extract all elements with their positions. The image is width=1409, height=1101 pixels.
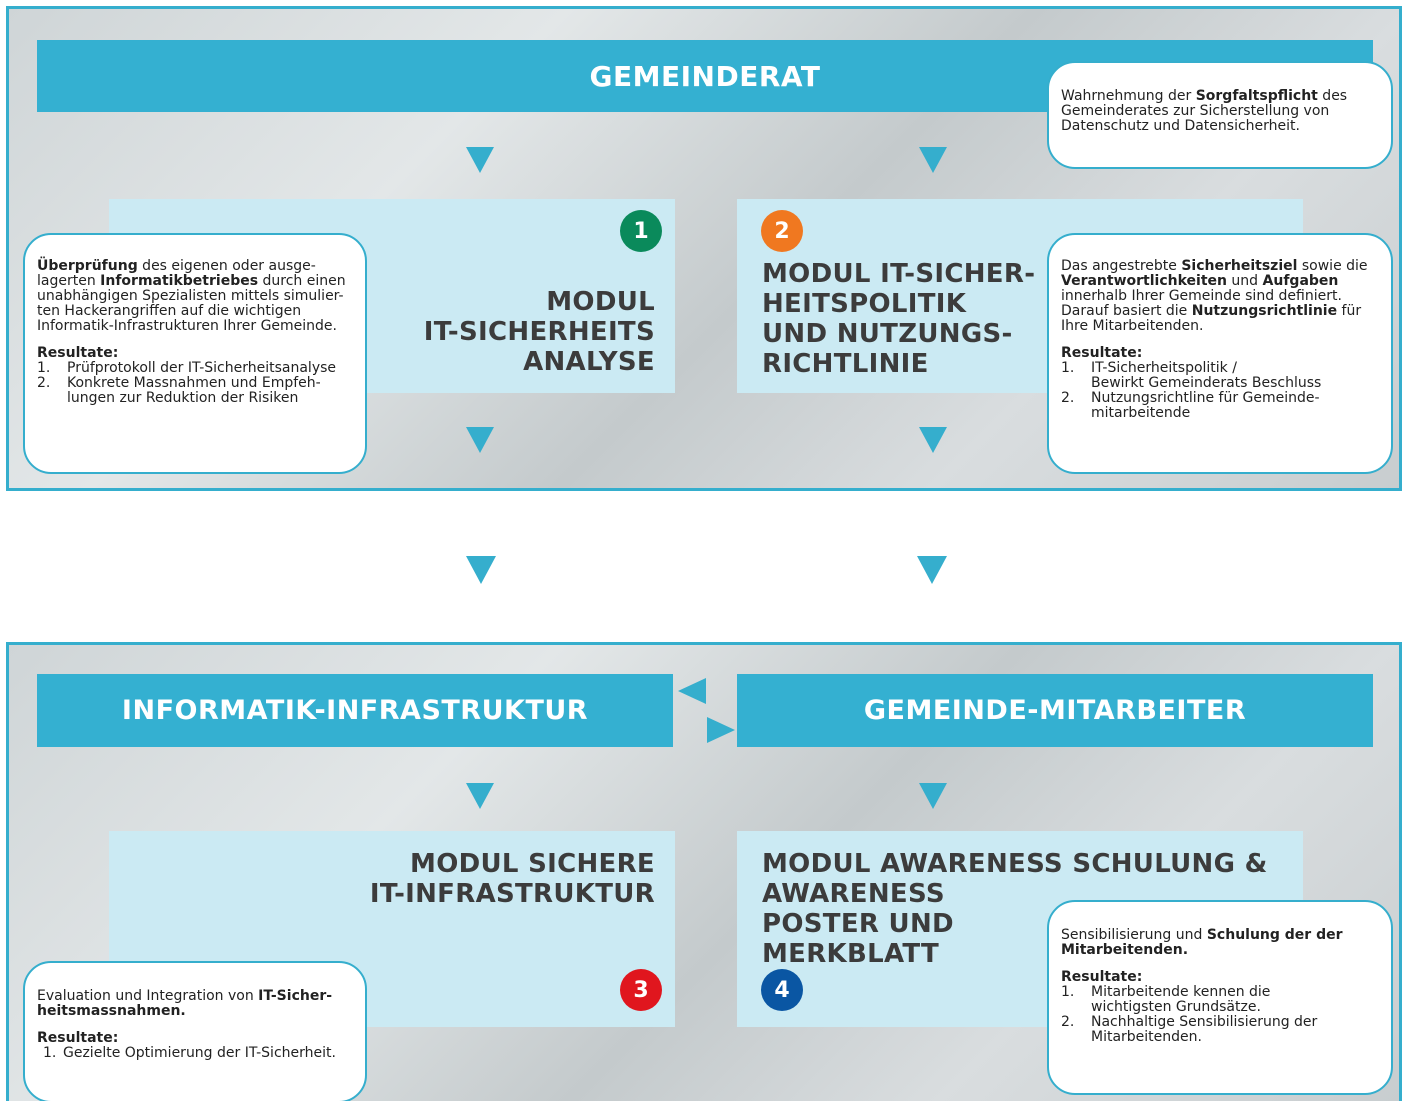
module-2-number: 2 [774,218,790,244]
module-3-badge: 3 [620,969,662,1011]
module-2-description: Das angestrebte Sicherheitsziel sowie di… [1061,259,1377,334]
arrow-down-icon [466,783,494,809]
list-number: 1. [37,360,51,376]
m2-t2: sowie die [1297,258,1368,274]
m4-bold1: Schulung der der Mitarbeitenden. [1061,927,1343,958]
m3-bold1: IT-Sicher- heitsmassnahmen. [37,988,333,1019]
module-4-results: 1. Mitarbeitende kennen die wichtigsten G… [1061,985,1377,1045]
list-text: Nachhaltige Sensibilisierung der Mitarbe… [1091,1014,1318,1045]
module-3-callout: Evaluation und Integration von IT-Sicher… [23,961,367,1101]
council-text-1: Wahrnehmung der [1061,88,1196,104]
m1-t1: des eigenen oder ausge- lagerten [37,258,316,289]
arrow-down-icon [466,147,494,173]
m1-bold2: Informatikbetriebes [100,273,259,289]
module-3-description: Evaluation und Integration von IT-Sicher… [37,989,351,1019]
arrow-down-icon [919,147,947,173]
module-4-title: MODUL AWARENESS SCHULUNG & AWARENESS POS… [762,849,1268,969]
m2-t3: und [1226,273,1263,289]
list-item: 2. Konkrete Massnahmen und Empfeh- lungen… [37,376,351,406]
m2-t4: innerhalb Ihrer Gemeinde sind definiert.… [1061,288,1342,319]
list-number: 1. [1061,360,1075,376]
list-text: Prüfprotokoll der IT-Sicherheitsanalyse [67,360,337,376]
m2-t5: für Ihre Mitarbeitenden. [1061,303,1362,334]
module-1-number: 1 [633,218,649,244]
m3-t1: Evaluation und Integration von [37,988,259,1004]
list-text: Konkrete Massnahmen und Empfeh- lungen z… [67,375,321,406]
module-1-description: Überprüfung des eigenen oder ausge- lage… [37,259,351,334]
arrow-down-icon [466,427,494,453]
council-text-2: des Gemeinderates zur Sicherstellung von… [1061,88,1348,134]
list-text: Gezielte Optimierung der IT-Sicherheit. [63,1045,336,1061]
module-2-callout: Das angestrebte Sicherheitsziel sowie di… [1047,233,1393,474]
council-text-bold: Sorgfaltspflicht [1195,88,1318,104]
arrow-down-icon [919,427,947,453]
arrow-left-icon [678,678,706,704]
module-3-title: MODUL SICHERE IT-INFRASTRUKTUR [369,849,655,909]
list-number: 2. [1061,390,1075,406]
arrow-right-icon [707,717,735,743]
module-2-badge: 2 [761,210,803,252]
arrow-down-icon [919,783,947,809]
list-item: 1. Gezielte Optimierung der IT-Sicherheit… [37,1046,351,1061]
m1-t2: durch einen unabhängigen Spezialisten mi… [37,273,346,334]
module-3-results: 1. Gezielte Optimierung der IT-Sicherheit… [37,1046,351,1061]
list-number: 1. [43,1045,57,1061]
module-2-title: MODUL IT-SICHER- HEITSPOLITIK UND NUTZUN… [762,259,1036,379]
module-1-title: MODUL IT-SICHERHEITS ANALYSE [423,287,655,377]
list-item: 1. Prüfprotokoll der IT-Sicherheitsanalys… [37,361,351,376]
m2-bold2: Verantwortlichkeiten [1061,273,1227,289]
arrow-down-icon [917,556,947,584]
list-number: 2. [37,375,51,391]
module-1-results: 1. Prüfprotokoll der IT-Sicherheitsanalys… [37,361,351,406]
council-callout: Wahrnehmung der Sorgfaltspflicht des Gem… [1047,61,1393,169]
module-3-results-title: Resultate: [37,1030,119,1046]
list-number: 2. [1061,1014,1075,1030]
mitarbeiter-banner: GEMEINDE-MITARBEITER [737,674,1373,747]
list-text: Mitarbeitende kennen die wichtigsten Gru… [1091,984,1271,1015]
module-1-badge: 1 [620,210,662,252]
top-panel: GEMEINDERAT 1 MODUL IT-SICHERHEITS ANALY… [6,6,1402,491]
m2-bold1: Sicherheitsziel [1181,258,1298,274]
bottom-panel: INFORMATIK-INFRASTRUKTUR GEMEINDE-MITARB… [6,642,1402,1101]
module-4-results-title: Resultate: [1061,969,1143,985]
gemeinderat-title: GEMEINDERAT [589,59,821,93]
module-1-results-title: Resultate: [37,345,119,361]
infrastruktur-title: INFORMATIK-INFRASTRUKTUR [121,695,589,726]
module-2-results: 1. IT-Sicherheitspolitik / Bewirkt Gemein… [1061,361,1377,421]
module-3-number: 3 [633,977,649,1003]
list-text: Nutzungsrichtline für Gemeinde- mitarbei… [1091,390,1320,421]
m2-bold4: Nutzungsrichtlinie [1191,303,1338,319]
mitarbeiter-title: GEMEINDE-MITARBEITER [863,695,1247,726]
module-4-description: Sensibilisierung und Schulung der der Mi… [1061,928,1377,958]
list-text: IT-Sicherheitspolitik / Bewirkt Gemeinde… [1091,360,1322,391]
list-number: 1. [1061,984,1075,1000]
list-item: 1. IT-Sicherheitspolitik / Bewirkt Gemein… [1061,361,1377,391]
list-item: 2. Nachhaltige Sensibilisierung der Mitar… [1061,1015,1377,1045]
module-2-results-title: Resultate: [1061,345,1143,361]
m2-t1: Das angestrebte [1061,258,1182,274]
m2-bold3: Aufgaben [1262,273,1339,289]
arrow-down-icon [466,556,496,584]
module-4-badge: 4 [761,969,803,1011]
m1-bold1: Überprüfung [37,258,138,274]
module-4-number: 4 [774,977,790,1003]
m4-t1: Sensibilisierung und [1061,927,1207,943]
module-1-callout: Überprüfung des eigenen oder ausge- lage… [23,233,367,474]
module-4-callout: Sensibilisierung und Schulung der der Mi… [1047,900,1393,1095]
list-item: 2. Nutzungsrichtline für Gemeinde- mitarb… [1061,391,1377,421]
infrastruktur-banner: INFORMATIK-INFRASTRUKTUR [37,674,673,747]
list-item: 1. Mitarbeitende kennen die wichtigsten G… [1061,985,1377,1015]
